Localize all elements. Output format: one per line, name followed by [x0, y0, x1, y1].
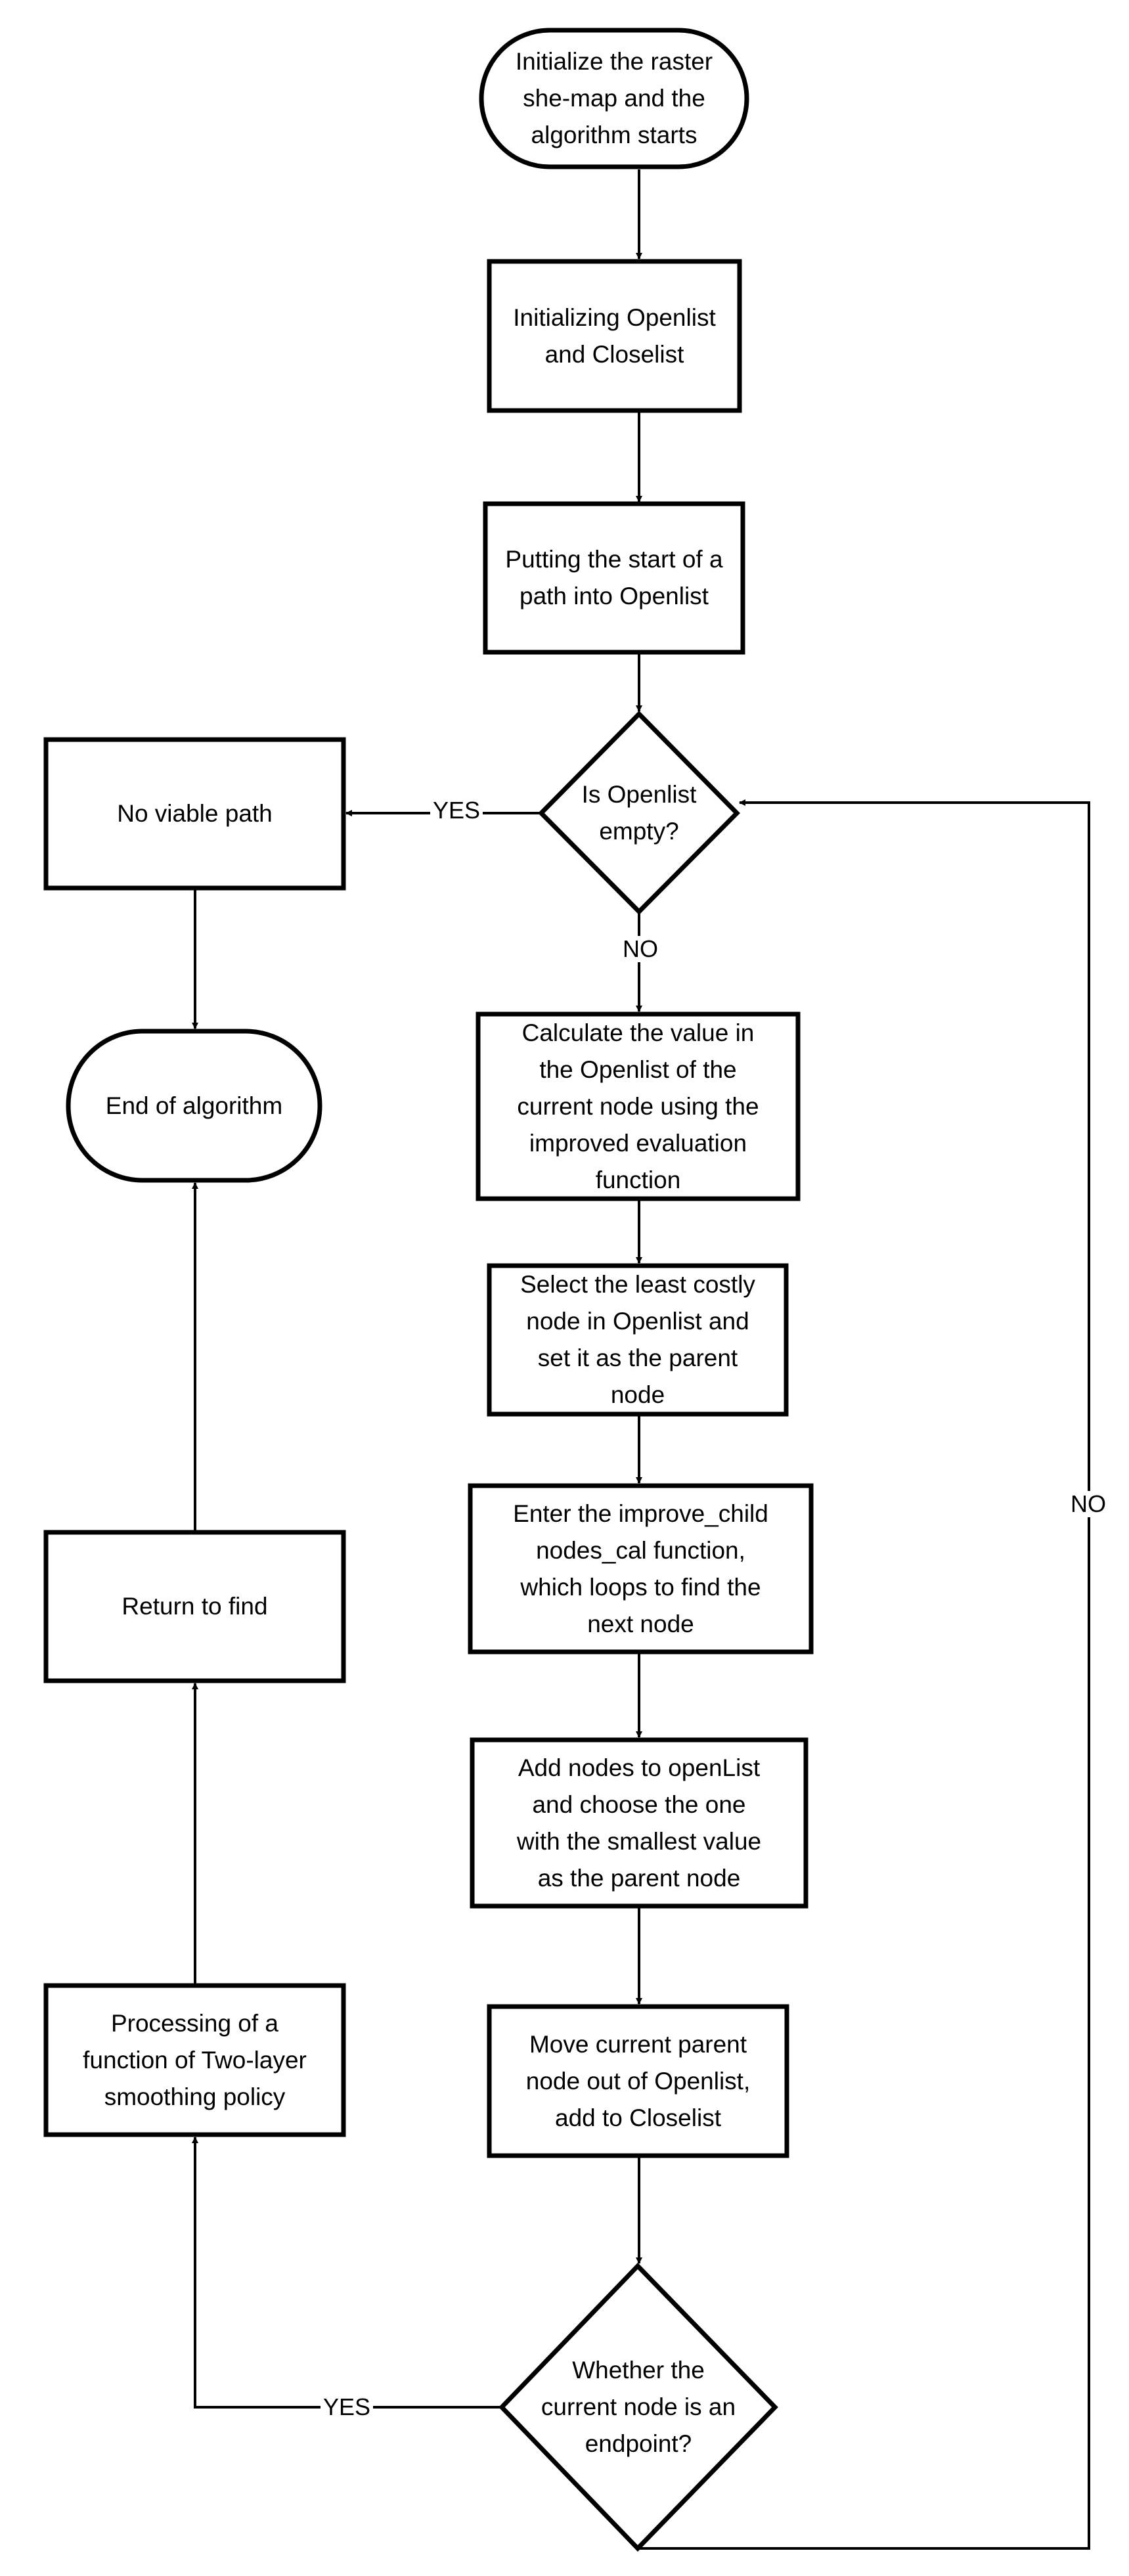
end-label: End of algorithm: [105, 1092, 283, 1119]
select-least-label: Select the least costly node in Openlist…: [520, 1271, 755, 1408]
smoothing-label: Processing of a function of Two-layer sm…: [83, 2009, 307, 2110]
move-parent-label: Move current parent node out of Openlist…: [525, 2030, 751, 2131]
openlist-empty-label: Is Openlist empty?: [581, 781, 697, 845]
empty-yes-label: YES: [430, 797, 483, 824]
add-nodes-label: Add nodes to openList and choose the one…: [516, 1754, 762, 1892]
calculate-value-label: Calculate the value in the Openlist of t…: [517, 1019, 759, 1193]
end-node: [66, 1029, 322, 1183]
start-label: Initialize the raster she-map and the al…: [515, 48, 713, 148]
no-viable-path-label: No viable path: [117, 800, 273, 827]
calculate-value-node: [476, 1011, 801, 1201]
smoothing-node: [43, 1983, 346, 2137]
init-lists-node: [487, 259, 742, 413]
put-start-node: [483, 501, 745, 655]
return-find-label: Return to find: [122, 1593, 268, 1620]
enter-function-label: Enter the improve_child nodes_cal functi…: [513, 1499, 768, 1637]
init-lists-label: Initializing Openlist and Closelist: [513, 303, 716, 368]
edge-endpoint-yes: [192, 2137, 502, 2409]
is-endpoint-label: Whether the current node is an endpoint?: [541, 2357, 736, 2457]
put-start-label: Putting the start of a path into Openlis…: [505, 546, 723, 610]
endpoint-no-label: NO: [1068, 1491, 1109, 1517]
select-least-node: [487, 1263, 789, 1417]
return-find-node: [43, 1530, 346, 1683]
move-parent-node: [487, 2004, 789, 2158]
no-viable-path-node: [43, 737, 346, 891]
enter-function-node: [468, 1483, 814, 1654]
start-node: [479, 28, 749, 169]
edge-endpoint-no: [638, 799, 1090, 2550]
openlist-empty-decision: [538, 711, 740, 915]
endpoint-yes-label: YES: [321, 2394, 374, 2420]
add-nodes-box: [470, 1737, 808, 1909]
empty-no-label: NO: [620, 936, 661, 962]
